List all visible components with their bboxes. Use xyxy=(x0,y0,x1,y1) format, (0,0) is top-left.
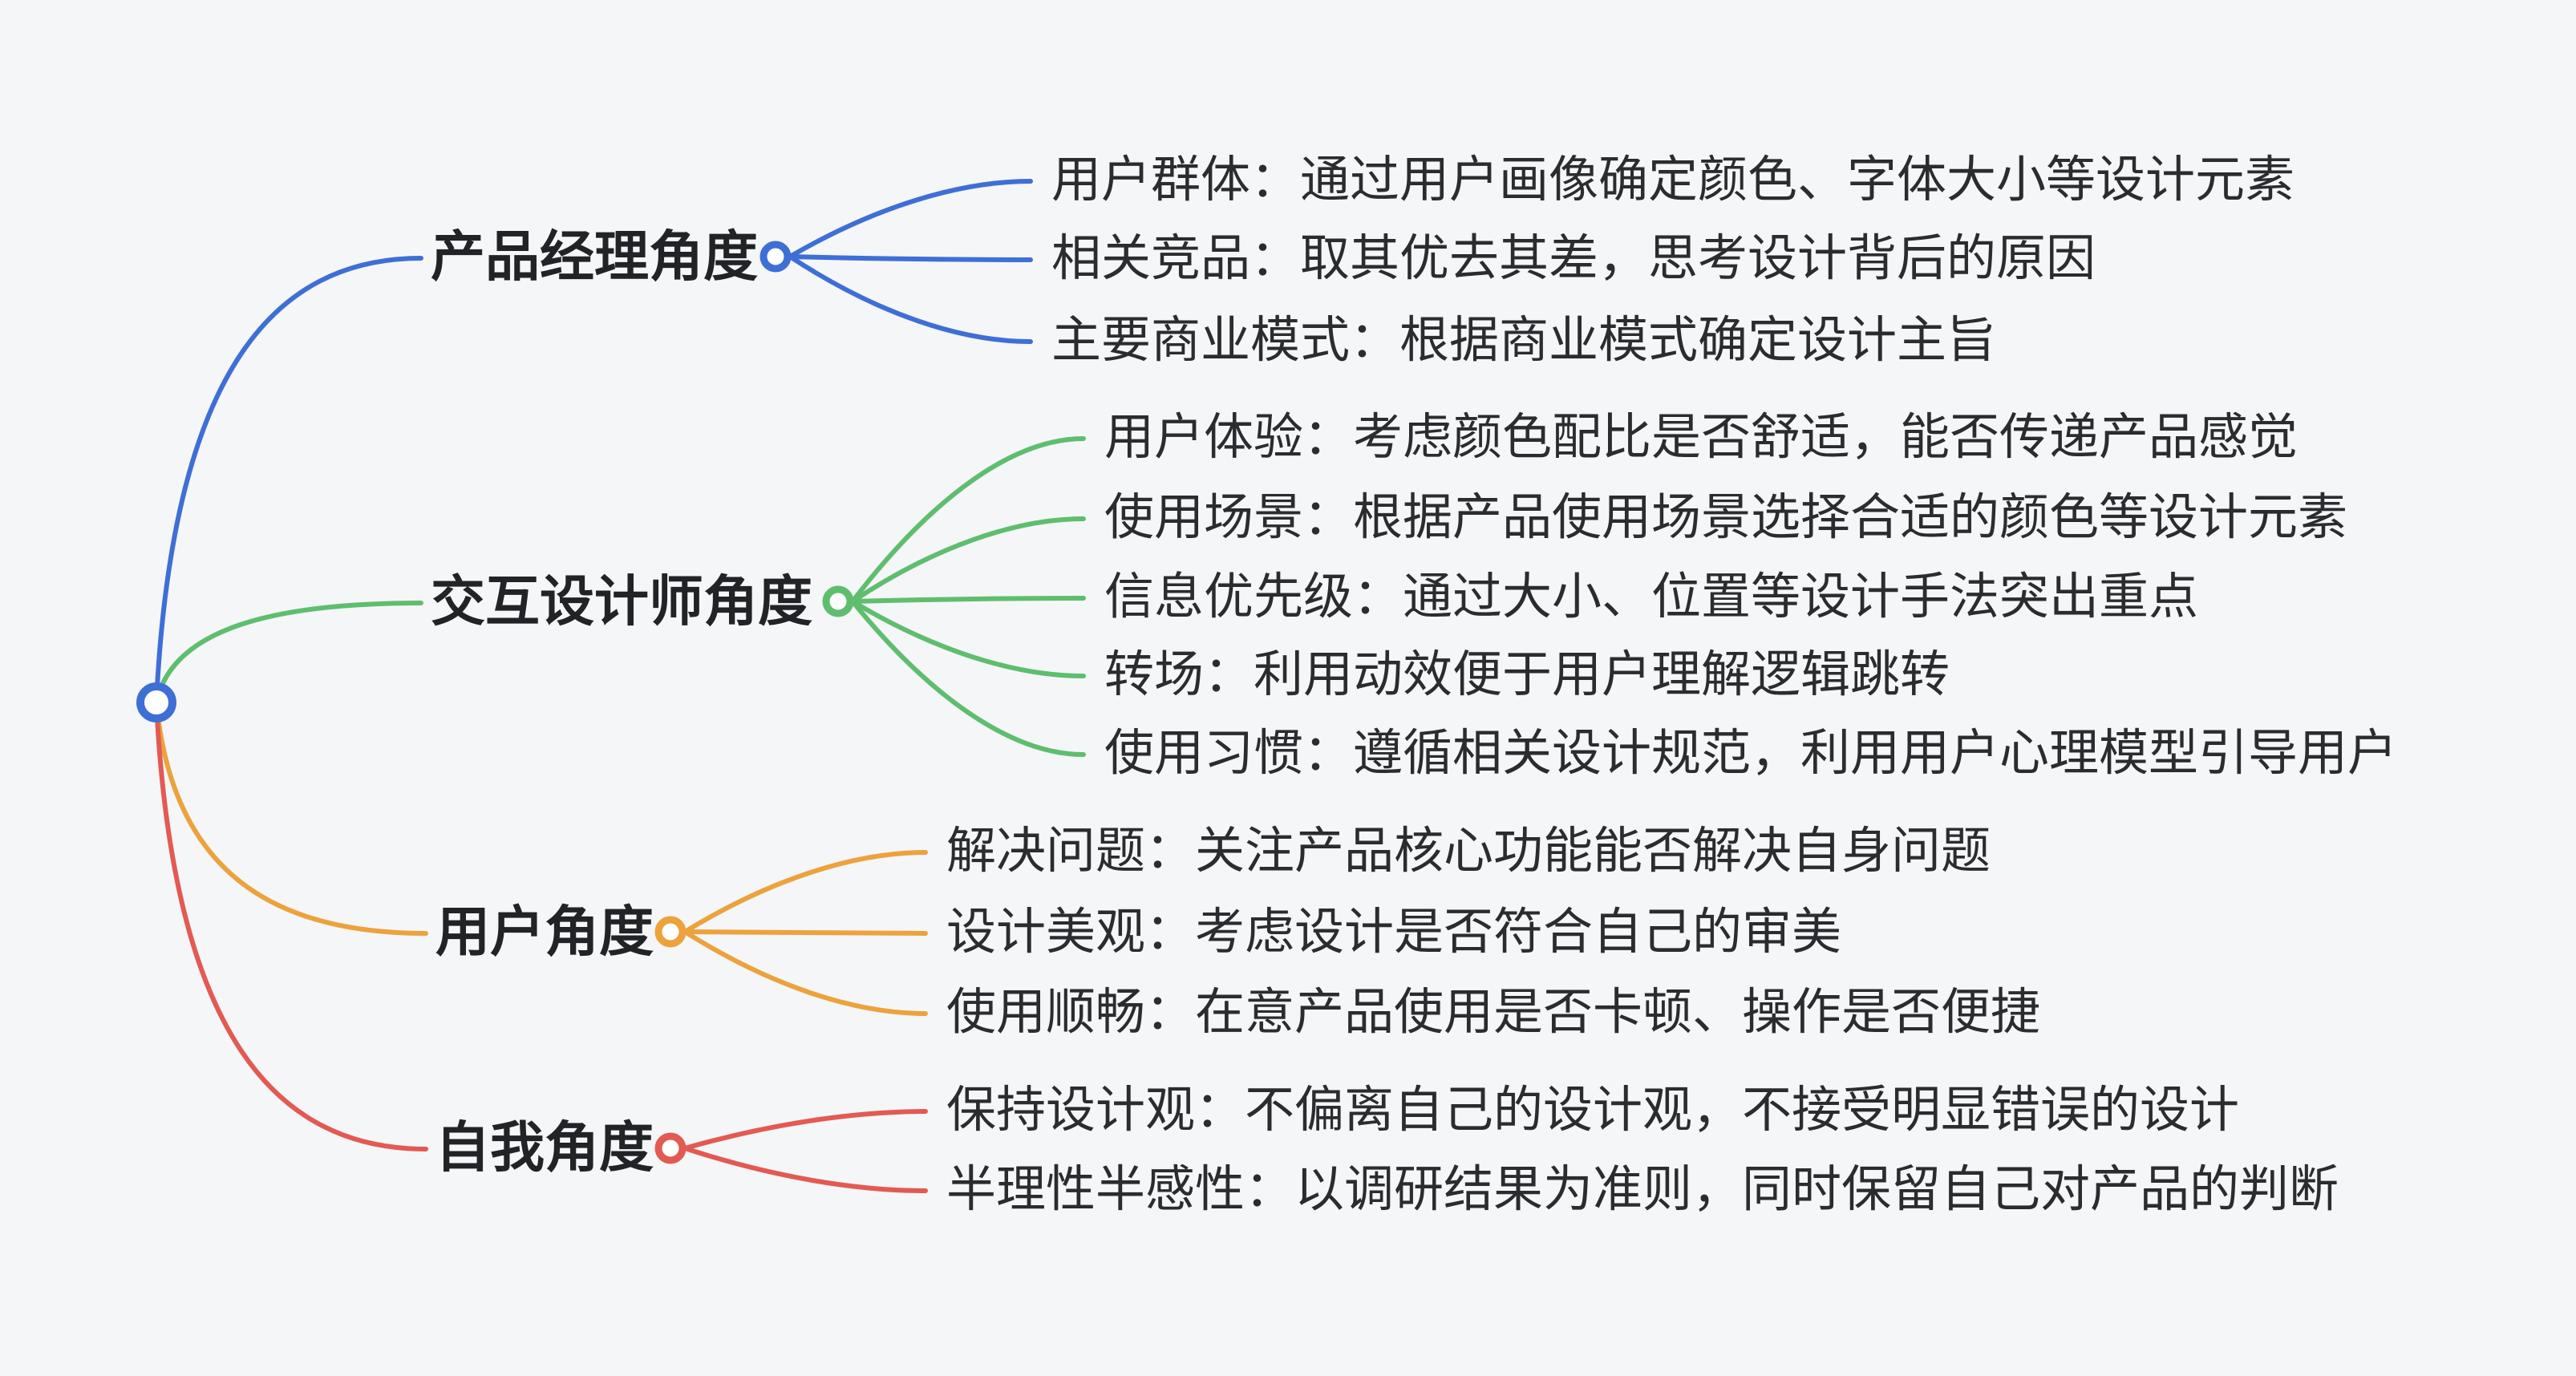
child-topic-3-0[interactable]: 保持设计观：不偏离自己的设计观，不接受明显错误的设计 xyxy=(946,1082,2240,1138)
child-topic-3-1[interactable]: 半理性半感性：以调研结果为准则，同时保留自己对产品的判断 xyxy=(946,1161,2339,1217)
branch-label-1[interactable]: 交互设计师角度 xyxy=(431,571,813,633)
edge-branch-1-to-child-1 xyxy=(850,516,1086,604)
root-node[interactable] xyxy=(136,682,176,722)
edge-branch-3-to-child-1 xyxy=(682,1146,928,1193)
child-topic-0-2[interactable]: 主要商业模式：根据商业模式确定设计主旨 xyxy=(1051,312,1997,368)
edge-branch-1-to-child-3 xyxy=(850,599,1086,678)
branch-node-3[interactable] xyxy=(654,1132,687,1164)
edge-root-to-branch-3 xyxy=(154,700,428,1151)
edge-root-to-branch-0 xyxy=(154,256,423,705)
child-topic-1-2[interactable]: 信息优先级：通过大小、位置等设计手法突出重点 xyxy=(1104,569,2199,625)
edge-branch-0-to-child-0 xyxy=(788,179,1033,259)
edge-branch-0-to-child-1 xyxy=(788,254,1033,262)
child-topic-1-1[interactable]: 使用场景：根据产品使用场景选择合适的颜色等设计元素 xyxy=(1104,489,2348,545)
edge-branch-1-to-child-4 xyxy=(850,599,1086,757)
branch-node-2[interactable] xyxy=(654,916,687,948)
edge-branch-2-to-child-0 xyxy=(682,850,928,934)
branch-label-0[interactable]: 产品经理角度 xyxy=(431,226,759,288)
edge-root-to-branch-1 xyxy=(154,601,423,705)
child-topic-2-2[interactable]: 使用顺畅：在意产品使用是否卡顿、操作是否便捷 xyxy=(946,984,2041,1040)
edge-branch-1-to-child-0 xyxy=(850,436,1086,604)
child-topic-0-1[interactable]: 相关竞品：取其优去其差，思考设计背后的原因 xyxy=(1051,230,2096,286)
edge-branch-3-to-child-0 xyxy=(682,1109,928,1151)
child-topic-1-3[interactable]: 转场：利用动效便于用户理解逻辑跳转 xyxy=(1104,646,1950,702)
child-topic-1-0[interactable]: 用户体验：考虑颜色配比是否舒适，能否传递产品感觉 xyxy=(1104,409,2299,465)
edge-branch-1-to-child-2 xyxy=(850,596,1086,604)
branch-label-2[interactable]: 用户角度 xyxy=(435,901,654,963)
branch-node-0[interactable] xyxy=(759,241,792,273)
child-topic-1-4[interactable]: 使用习惯：遵循相关设计规范，利用用户心理模型引导用户 xyxy=(1104,725,2398,781)
edge-branch-2-to-child-1 xyxy=(682,929,928,936)
edge-branch-0-to-child-2 xyxy=(788,254,1033,344)
child-topic-0-0[interactable]: 用户群体：通过用户画像确定颜色、字体大小等设计元素 xyxy=(1051,152,2295,208)
branch-label-3[interactable]: 自我角度 xyxy=(435,1117,654,1179)
edge-branch-2-to-child-2 xyxy=(682,929,928,1016)
edge-root-to-branch-2 xyxy=(154,700,428,936)
child-topic-2-0[interactable]: 解决问题：关注产品核心功能能否解决自身问题 xyxy=(946,823,1991,879)
child-topic-2-1[interactable]: 设计美观：考虑设计是否符合自己的审美 xyxy=(946,904,1842,960)
branch-node-1[interactable] xyxy=(822,585,854,617)
